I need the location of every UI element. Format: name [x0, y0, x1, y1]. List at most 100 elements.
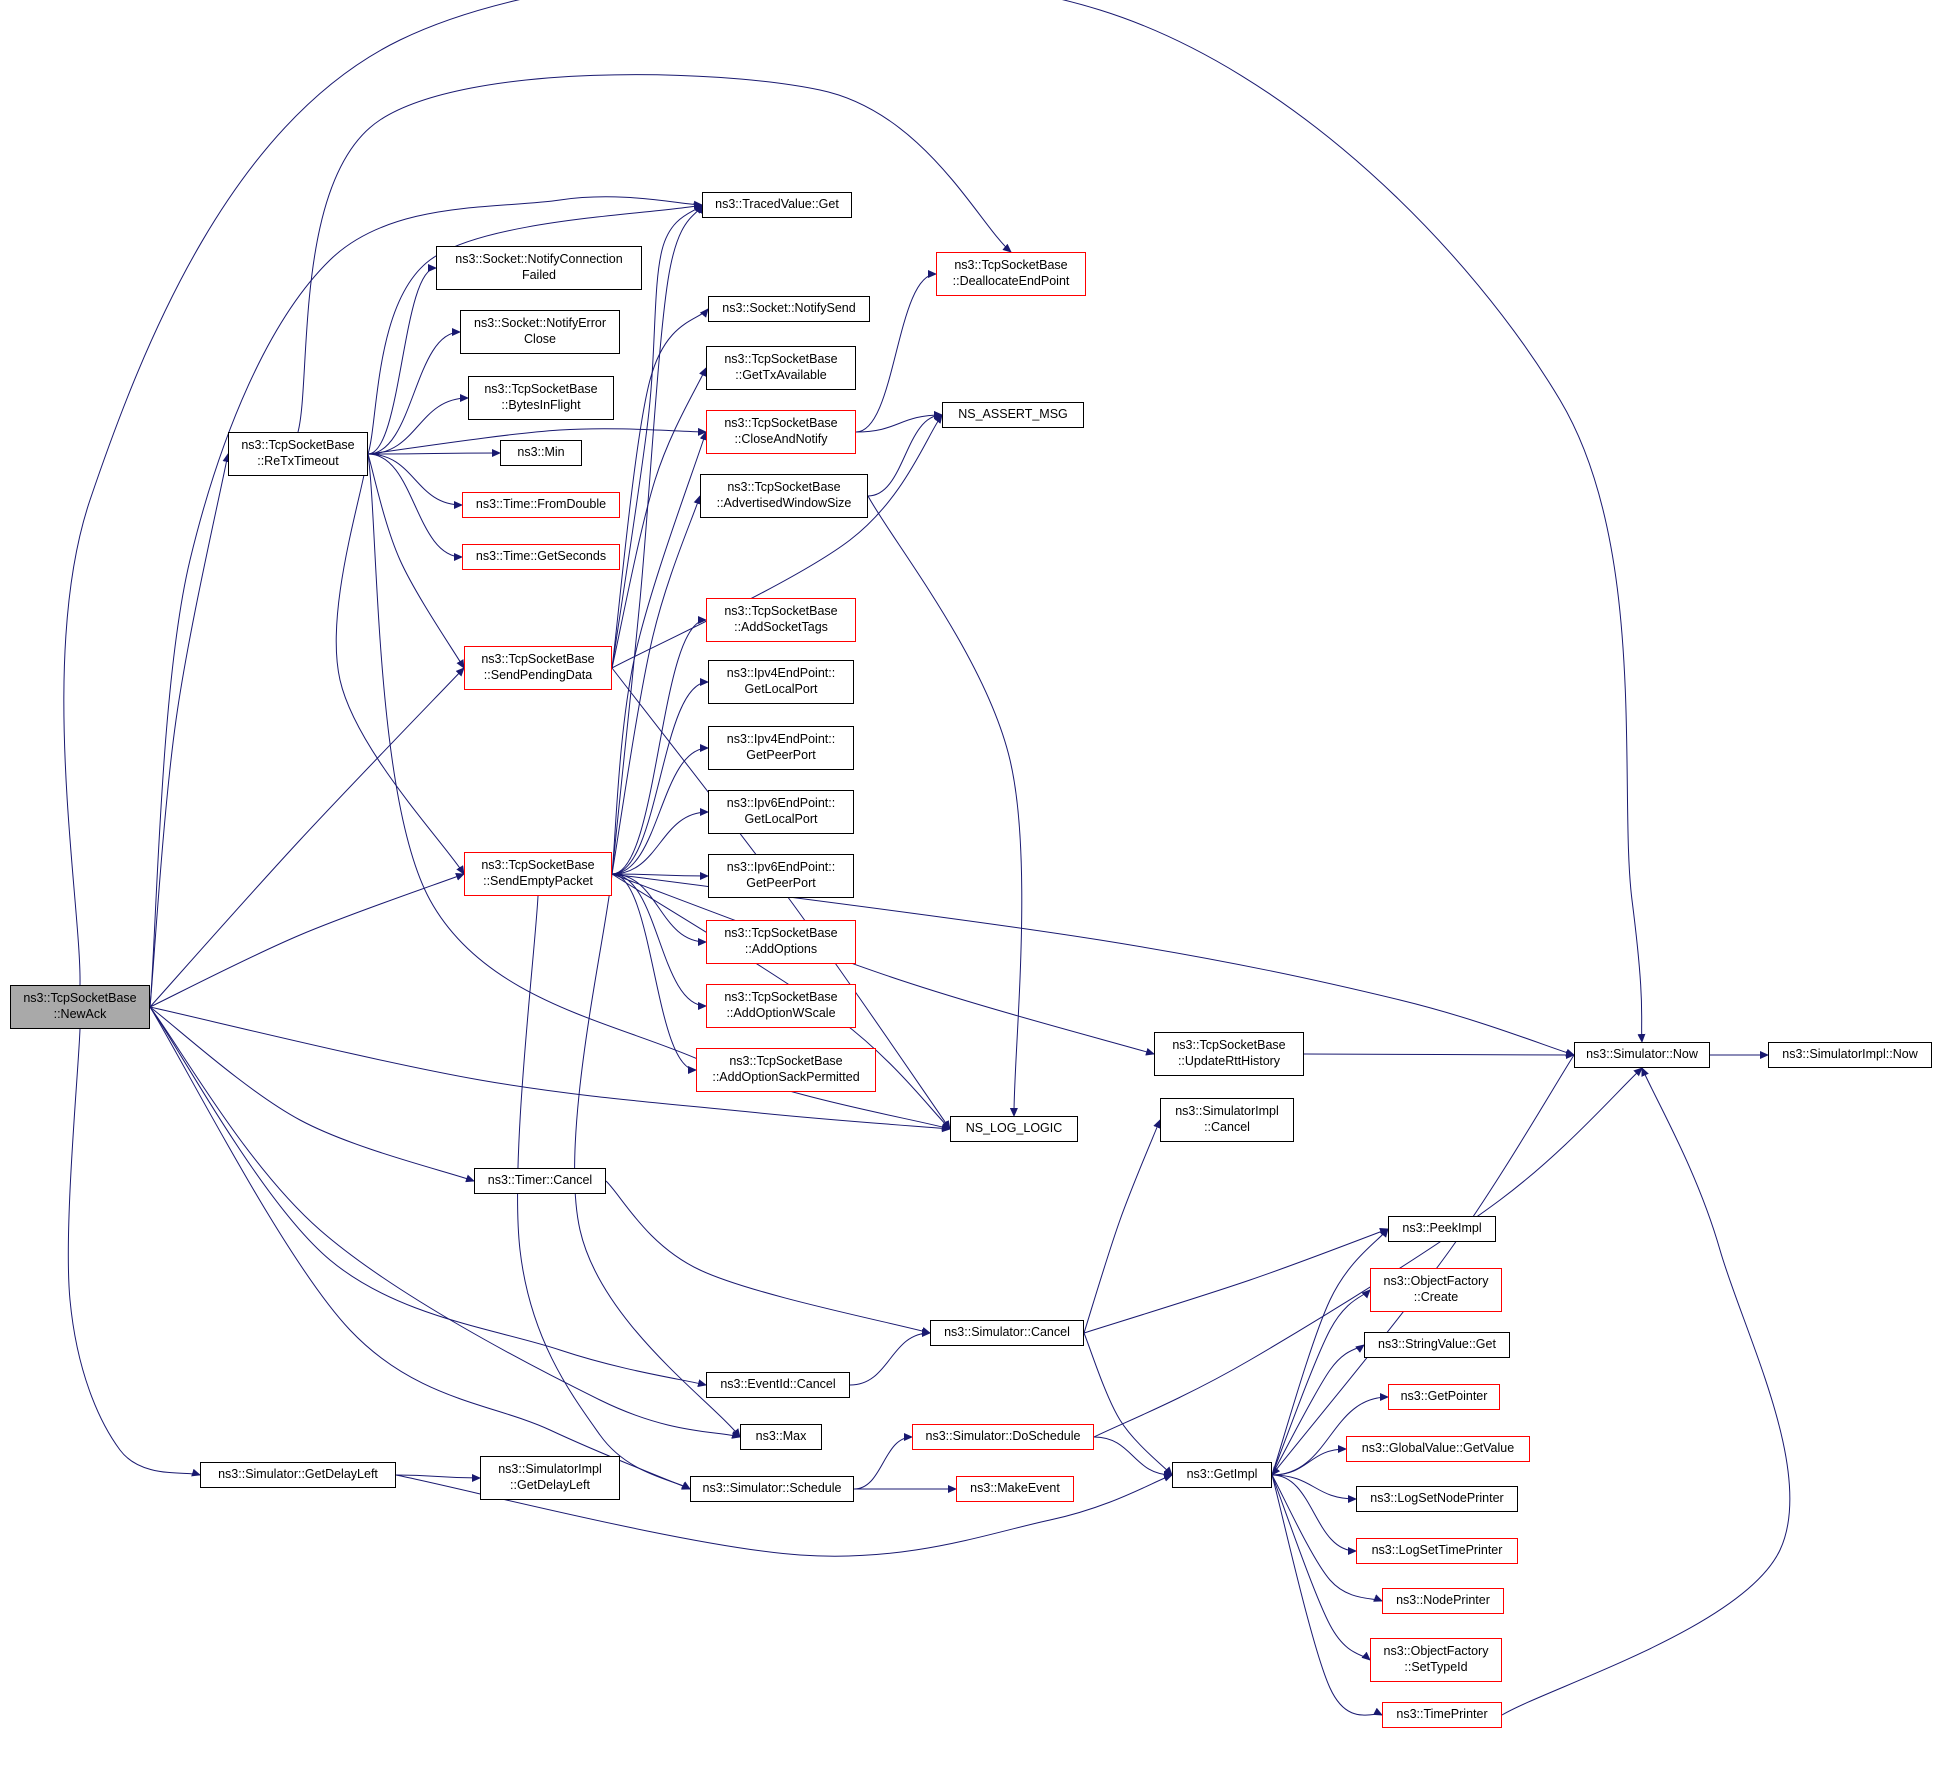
node-label: ns3::Socket::NotifyError [474, 316, 606, 331]
edge-getimpl-to-logsetnode [1271, 1474, 1357, 1503]
node-label: ns3::TcpSocketBase [724, 926, 838, 941]
node-objcreate[interactable]: ns3::ObjectFactory::Create [1370, 1268, 1502, 1312]
node-label: ::AddSocketTags [734, 620, 828, 634]
node-getseconds[interactable]: ns3::Time::GetSeconds [462, 544, 620, 570]
node-getpointer[interactable]: ns3::GetPointer [1388, 1384, 1500, 1410]
node-label: ns3::NodePrinter [1396, 1593, 1490, 1608]
node-label: ns3::TcpSocketBase [954, 258, 1068, 273]
node-objsettypeid[interactable]: ns3::ObjectFactory::SetTypeId [1370, 1638, 1502, 1682]
node-deallocate[interactable]: ns3::TcpSocketBase::DeallocateEndPoint [936, 252, 1086, 296]
edge-updatertt-to-simnow [1303, 1050, 1575, 1059]
edge-newack-to-tracedget [149, 196, 703, 1008]
node-timercancel[interactable]: ns3::Timer::Cancel [474, 1168, 606, 1194]
node-nsloglogic[interactable]: NS_LOG_LOGIC [950, 1116, 1078, 1142]
node-fromdouble[interactable]: ns3::Time::FromDouble [462, 492, 620, 518]
node-label: ns3::StringValue::Get [1378, 1337, 1496, 1352]
edge-sendempty-to-simschedule [517, 895, 691, 1490]
node-label: ns3::Ipv4EndPoint:: [726, 666, 836, 681]
edge-eventidcancel-to-simcancel [849, 1329, 931, 1386]
node-label: ns3::TcpSocketBase [724, 352, 838, 367]
node-label: ns3::ObjectFactory [1383, 1274, 1489, 1289]
node-label: ::SetTypeId [1404, 1660, 1468, 1674]
node-getdelayleft[interactable]: ns3::Simulator::GetDelayLeft [200, 1462, 396, 1488]
node-newack[interactable]: ns3::TcpSocketBase::NewAck [10, 985, 150, 1029]
node-updatertt[interactable]: ns3::TcpSocketBase::UpdateRttHistory [1154, 1032, 1304, 1076]
edge-sendpendingdata-to-notifysend [611, 308, 709, 669]
node-label: ns3::ObjectFactory [1383, 1644, 1489, 1659]
node-simschedule[interactable]: ns3::Simulator::Schedule [690, 1476, 854, 1502]
node-advwindowsize[interactable]: ns3::TcpSocketBase::AdvertisedWindowSize [700, 474, 868, 518]
node-ipv6peer[interactable]: ns3::Ipv6EndPoint::GetPeerPort [708, 854, 854, 898]
node-label: ::NewAck [53, 1007, 107, 1021]
edge-retxtimeout-to-deallocate [297, 74, 1012, 433]
edge-sendempty-to-advwindowsize [611, 495, 702, 875]
node-label: ns3::TcpSocketBase [724, 990, 838, 1005]
edge-advwindowsize-to-nsassert [867, 411, 943, 497]
edge-getimpl-to-peekimpl [1271, 1228, 1389, 1476]
node-label: ns3::TcpSocketBase [481, 858, 595, 873]
node-nsassert[interactable]: NS_ASSERT_MSG [942, 402, 1084, 428]
edge-sendempty-to-ipv6peer [611, 871, 709, 880]
node-label: ns3::Ipv6EndPoint:: [726, 796, 836, 811]
edge-sendpendingdata-to-nsloglogic [611, 667, 951, 1130]
edge-sendempty-to-ipv4local [611, 678, 709, 875]
node-getimpl[interactable]: ns3::GetImpl [1172, 1462, 1272, 1488]
node-label: ns3::Simulator::Now [1586, 1047, 1698, 1062]
node-label: ns3::Socket::NotifyConnection [455, 252, 623, 267]
node-sendpendingdata[interactable]: ns3::TcpSocketBase::SendPendingData [464, 646, 612, 690]
edge-sendpendingdata-to-tracedget [611, 204, 703, 669]
node-label: ns3::TcpSocketBase [484, 382, 598, 397]
node-addoptions[interactable]: ns3::TcpSocketBase::AddOptions [706, 920, 856, 964]
node-simimplgetdelay[interactable]: ns3::SimulatorImpl::GetDelayLeft [480, 1456, 620, 1500]
node-doschedule[interactable]: ns3::Simulator::DoSchedule [912, 1424, 1094, 1450]
edge-newack-to-eventidcancel [149, 1006, 707, 1388]
node-ipv4peer[interactable]: ns3::Ipv4EndPoint::GetPeerPort [708, 726, 854, 770]
node-notifysend[interactable]: ns3::Socket::NotifySend [708, 296, 870, 322]
node-label: ::GetTxAvailable [735, 368, 827, 382]
node-tracedget[interactable]: ns3::TracedValue::Get [702, 192, 852, 218]
node-label: ns3::TcpSocketBase [724, 416, 838, 431]
edge-newack-to-sendpendingdata [149, 667, 465, 1008]
node-ipv6local[interactable]: ns3::Ipv6EndPoint::GetLocalPort [708, 790, 854, 834]
node-peekimpl[interactable]: ns3::PeekImpl [1388, 1216, 1496, 1242]
node-makeevent[interactable]: ns3::MakeEvent [956, 1476, 1074, 1502]
node-stringvalget[interactable]: ns3::StringValue::Get [1364, 1332, 1510, 1358]
edge-retxtimeout-to-sendempty [335, 453, 465, 875]
node-simimplcancel[interactable]: ns3::SimulatorImpl::Cancel [1160, 1098, 1294, 1142]
node-sendempty[interactable]: ns3::TcpSocketBase::SendEmptyPacket [464, 852, 612, 896]
edge-doschedule-to-getimpl [1093, 1436, 1173, 1479]
edge-simcancel-to-peekimpl [1083, 1228, 1389, 1334]
node-logsettime[interactable]: ns3::LogSetTimePrinter [1356, 1538, 1518, 1564]
edge-newack-to-timercancel [149, 1006, 475, 1183]
node-ipv4local[interactable]: ns3::Ipv4EndPoint::GetLocalPort [708, 660, 854, 704]
node-label: ::DeallocateEndPoint [952, 274, 1070, 288]
node-addoptionwscale[interactable]: ns3::TcpSocketBase::AddOptionWScale [706, 984, 856, 1028]
node-gettxavailable[interactable]: ns3::TcpSocketBase::GetTxAvailable [706, 346, 856, 390]
node-retxtimeout[interactable]: ns3::TcpSocketBase::ReTxTimeout [228, 432, 368, 476]
node-globalvalget[interactable]: ns3::GlobalValue::GetValue [1346, 1436, 1530, 1462]
node-nodeprinter[interactable]: ns3::NodePrinter [1382, 1588, 1504, 1614]
edge-newack-to-max [149, 1006, 741, 1439]
node-label: GetLocalPort [744, 682, 818, 696]
node-label: ns3::SimulatorImpl [1175, 1104, 1279, 1119]
node-timeprinter[interactable]: ns3::TimePrinter [1382, 1702, 1502, 1728]
node-simcancel[interactable]: ns3::Simulator::Cancel [930, 1320, 1084, 1346]
node-eventidcancel[interactable]: ns3::EventId::Cancel [706, 1372, 850, 1398]
edge-simschedule-to-doschedule [853, 1433, 913, 1490]
node-simnow[interactable]: ns3::Simulator::Now [1574, 1042, 1710, 1068]
node-max[interactable]: ns3::Max [740, 1424, 822, 1450]
node-closeandnotify[interactable]: ns3::TcpSocketBase::CloseAndNotify [706, 410, 856, 454]
node-min[interactable]: ns3::Min [500, 440, 582, 466]
node-addsockettags[interactable]: ns3::TcpSocketBase::AddSocketTags [706, 598, 856, 642]
node-addoptionsack[interactable]: ns3::TcpSocketBase::AddOptionSackPermitt… [696, 1048, 876, 1092]
node-label: ns3::MakeEvent [970, 1481, 1060, 1496]
edge-retxtimeout-to-getseconds [367, 453, 463, 561]
edge-getimpl-to-nodeprinter [1271, 1474, 1383, 1602]
node-label: ns3::GetPointer [1400, 1389, 1488, 1404]
node-logsetnode[interactable]: ns3::LogSetNodePrinter [1356, 1486, 1518, 1512]
node-bytesinflight[interactable]: ns3::TcpSocketBase::BytesInFlight [468, 376, 614, 420]
node-simimplnow[interactable]: ns3::SimulatorImpl::Now [1768, 1042, 1932, 1068]
node-label: ::SendPendingData [483, 668, 593, 682]
